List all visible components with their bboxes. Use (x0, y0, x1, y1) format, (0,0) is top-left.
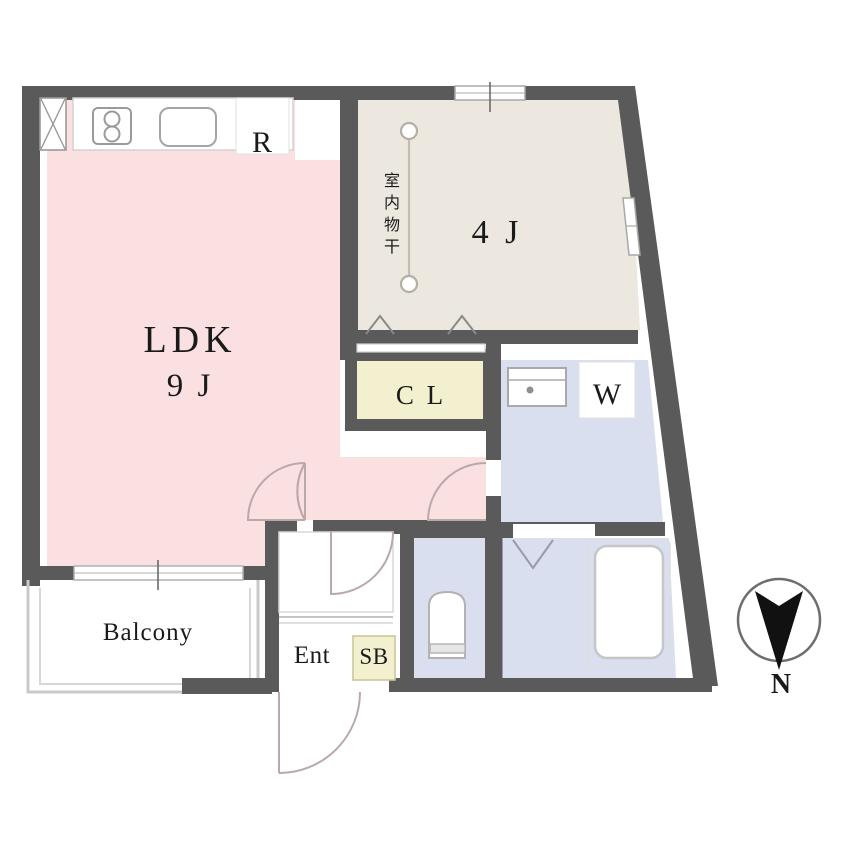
opening-entrance-door (279, 678, 389, 692)
indoor-dryer-char-3: 干 (384, 239, 400, 256)
wall-top-washitsu-b (525, 86, 635, 100)
wall-washitsu-bottom (342, 330, 638, 344)
shoe-box-label: SB (359, 644, 388, 669)
wall-washroom-left-upper (486, 344, 501, 460)
wall-closet-left (345, 349, 357, 431)
washitsu-opening-chevron-right (447, 314, 477, 335)
indoor-dryer-char-2: 物 (384, 216, 400, 234)
balcony-outline (26, 580, 260, 694)
closet-fill (357, 361, 486, 419)
wall-top-washitsu-a (342, 86, 455, 100)
wall-right-slanted (618, 86, 718, 686)
walls (22, 86, 718, 694)
wall-ldk-washitsu-lower (340, 262, 358, 360)
room-labels: LDK 9 J 4 J C L Balcony Ent SB W R (103, 126, 622, 669)
door-swing-ldk-right-sector (426, 462, 487, 521)
refrigerator-box (235, 97, 290, 155)
wall-toilet-left (400, 532, 414, 680)
vanity-sink-drain (526, 386, 534, 394)
vanity-sink-fixture (507, 367, 567, 407)
sink-fixture (159, 107, 217, 147)
door-swing-entrance-interior (330, 531, 394, 596)
door-swing-ldk-left-arc (296, 462, 306, 521)
entrance-upper-floor (278, 531, 394, 613)
compass: N (736, 577, 822, 700)
door-swings (246, 462, 487, 774)
washitsu-label: 4 J (472, 214, 523, 251)
indoor-dryer-annotation: 室 内 物 干 (384, 121, 419, 294)
bathtub-surround (587, 539, 671, 667)
door-swing-ldk-left-sector (246, 462, 306, 521)
toilet-tank (429, 643, 466, 654)
toilet-fixture (428, 590, 466, 659)
balcony-fill (28, 580, 258, 690)
wall-top-left (22, 86, 342, 100)
washing-machine-label: W (593, 378, 622, 411)
ldk-size-label: 9 J (167, 368, 214, 404)
ldk-fill-hall-extension (265, 457, 495, 520)
wall-toilet-right (485, 532, 501, 680)
wall-toilet-top (400, 526, 501, 538)
vent-window-icon-slash-b (40, 98, 66, 150)
refrigerator-label: R (252, 126, 272, 159)
wall-left-balcony-ledge (22, 566, 62, 580)
ldk-label: LDK (143, 319, 236, 361)
closet-sliding-rail (356, 343, 486, 353)
wall-closet-bottom (345, 419, 495, 431)
wall-left-outer (22, 86, 40, 586)
washitsu-fill (358, 98, 640, 330)
windows (39, 82, 641, 692)
opening-bathroom-door (513, 524, 595, 536)
bathtub-fixture (593, 544, 665, 660)
door-swing-front-entrance (278, 691, 361, 774)
indoor-dryer-char-0: 室 (384, 172, 400, 190)
bathroom-door-chevron (512, 539, 554, 570)
fixtures (72, 97, 671, 681)
indoor-dryer-char-1: 内 (384, 194, 400, 212)
indoor-dryer-anchor-top (399, 121, 419, 141)
stove-burner-bottom (103, 125, 121, 143)
wall-entrance-left (265, 520, 279, 680)
opening-ldk-hall (297, 520, 313, 534)
indoor-dryer-anchor-bottom (399, 274, 419, 294)
compass-north-label: N (771, 669, 791, 700)
balcony-inner-outline (39, 588, 251, 685)
balcony-label: Balcony (103, 619, 193, 646)
closet-label: C L (396, 380, 446, 410)
shoe-box-outline (352, 635, 396, 681)
entrance-label: Ent (294, 642, 330, 669)
opening-washroom-door (486, 460, 501, 496)
washing-machine-box (578, 361, 636, 419)
wall-bottom-balcony-ledge (182, 678, 272, 694)
washitsu-opening-chevron-left (365, 314, 395, 335)
compass-needle-icon (755, 591, 803, 670)
wall-ldk-bottom-a (56, 566, 74, 580)
